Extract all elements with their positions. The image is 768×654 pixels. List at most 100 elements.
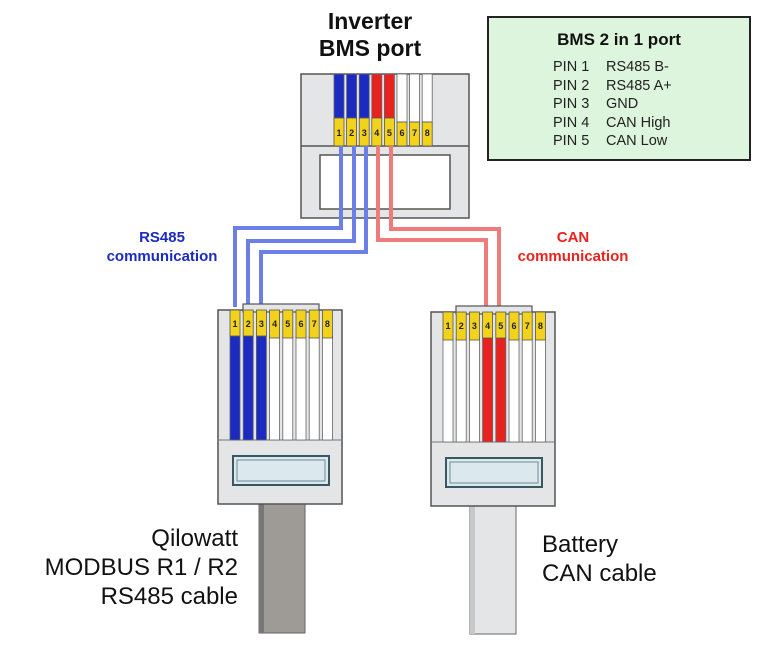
pin-contact-8 xyxy=(535,311,546,341)
pin-wire-4 xyxy=(269,335,281,441)
pin-number-2: 2 xyxy=(459,321,464,331)
rs485-cable-caption: Qilowatt MODBUS R1 / R2 RS485 cable xyxy=(0,524,238,611)
pin-contact-6 xyxy=(396,121,408,147)
legend-row: PIN 2 RS485 A+ xyxy=(553,77,672,96)
title-line-1: Inverter xyxy=(327,8,413,34)
pin-wire-4 xyxy=(482,337,494,443)
rs485-communication-label: RS485 communication xyxy=(80,228,244,266)
pin-wire-8 xyxy=(421,73,433,123)
pin-number-3: 3 xyxy=(362,128,367,138)
pin-contact-7 xyxy=(409,121,421,147)
pin-wire-6 xyxy=(295,335,307,441)
wire-pin5 xyxy=(389,146,501,307)
rs485-label-line-1: RS485 xyxy=(139,229,185,246)
pin-contact-2 xyxy=(346,117,358,147)
legend-row: PIN 4 CAN High xyxy=(553,114,672,133)
pin-wire-5 xyxy=(495,337,507,443)
pin-contact-7 xyxy=(521,311,533,341)
pin-number-7: 7 xyxy=(525,321,530,331)
pin-wire-3 xyxy=(358,73,370,119)
inverter-port-title: Inverter BMS port xyxy=(300,8,440,62)
pin-label: PIN 5 xyxy=(553,133,590,149)
pin-wire-1 xyxy=(442,337,454,443)
can-communication-label: CAN communication xyxy=(500,228,646,266)
pin-number-3: 3 xyxy=(472,321,477,331)
pin-number-6: 6 xyxy=(399,128,404,138)
pin-wire-2 xyxy=(242,335,254,441)
can-label-line-1: CAN xyxy=(556,229,590,246)
signal-label: GND xyxy=(606,96,639,112)
pin-wire-8 xyxy=(535,337,546,443)
pin-wire-2 xyxy=(455,337,467,443)
pin-contact-8 xyxy=(421,121,433,147)
pin-wire-5 xyxy=(383,73,395,119)
pin-contact-5 xyxy=(495,311,507,339)
pin-number-1: 1 xyxy=(445,321,450,331)
pin-wire-6 xyxy=(396,73,408,123)
pin-number-8: 8 xyxy=(538,321,543,331)
pin-number-1: 1 xyxy=(232,319,237,329)
caption-line: CAN cable xyxy=(542,560,657,587)
pin-label: PIN 1 xyxy=(553,59,590,75)
pin-contact-3 xyxy=(255,309,267,337)
title-line-2: BMS port xyxy=(318,35,422,61)
pin-number-4: 4 xyxy=(272,319,277,329)
can-label-line-2: communication xyxy=(517,248,629,265)
pin-number-7: 7 xyxy=(312,319,317,329)
wire-pin3 xyxy=(259,146,368,307)
pin-number-5: 5 xyxy=(387,128,392,138)
pin-contact-7 xyxy=(308,309,320,339)
rs485-label-line-2: communication xyxy=(106,248,218,265)
signal-label: RS485 A+ xyxy=(606,77,672,94)
pin-wire-8 xyxy=(321,335,333,441)
pin-number-3: 3 xyxy=(259,319,264,329)
legend-row: PIN 3 GND xyxy=(553,95,672,114)
pin-wire-7 xyxy=(521,337,533,443)
caption-line: Qilowatt xyxy=(151,525,238,552)
pin-number-5: 5 xyxy=(498,321,503,331)
pin-wire-6 xyxy=(508,337,520,443)
pin-wire-5 xyxy=(282,335,294,441)
pin-label: PIN 2 xyxy=(553,77,590,94)
pin-number-8: 8 xyxy=(425,128,430,138)
pin-wire-7 xyxy=(409,73,421,123)
pin-wire-7 xyxy=(308,335,320,441)
pin-wire-3 xyxy=(468,337,480,443)
signal-label: CAN Low xyxy=(606,133,668,149)
wire-pin4 xyxy=(376,146,488,307)
pin-label: PIN 4 xyxy=(553,114,590,131)
can-wires xyxy=(376,146,501,307)
legend-row: PIN 5 CAN Low xyxy=(553,132,672,151)
pin-contact-4 xyxy=(269,309,281,339)
pin-label: PIN 3 xyxy=(553,96,590,112)
caption-line: Battery xyxy=(542,531,619,558)
signal-label: CAN High xyxy=(606,114,671,131)
pin-number-6: 6 xyxy=(511,321,516,331)
pin-contact-6 xyxy=(508,311,520,341)
pin-number-8: 8 xyxy=(325,319,330,329)
pin-number-7: 7 xyxy=(412,128,417,138)
can-cable-caption: Battery CAN cable xyxy=(542,530,742,588)
rs485-wires xyxy=(233,146,368,307)
pin-number-6: 6 xyxy=(298,319,303,329)
pin-wire-1 xyxy=(333,73,345,119)
pin-number-4: 4 xyxy=(374,128,379,138)
pin-contact-2 xyxy=(242,309,254,337)
wire-pin1 xyxy=(233,146,343,307)
pin-contact-8 xyxy=(321,309,333,339)
legend-title: BMS 2 in 1 port xyxy=(557,30,681,49)
wire-pin2 xyxy=(246,146,356,307)
caption-line: RS485 cable xyxy=(100,583,238,610)
pin-wire-2 xyxy=(346,73,358,119)
pin-number-5: 5 xyxy=(285,319,290,329)
pin-number-2: 2 xyxy=(349,128,354,138)
pin-contact-3 xyxy=(468,311,480,341)
pin-contact-1 xyxy=(442,311,454,341)
pin-number-2: 2 xyxy=(246,319,251,329)
